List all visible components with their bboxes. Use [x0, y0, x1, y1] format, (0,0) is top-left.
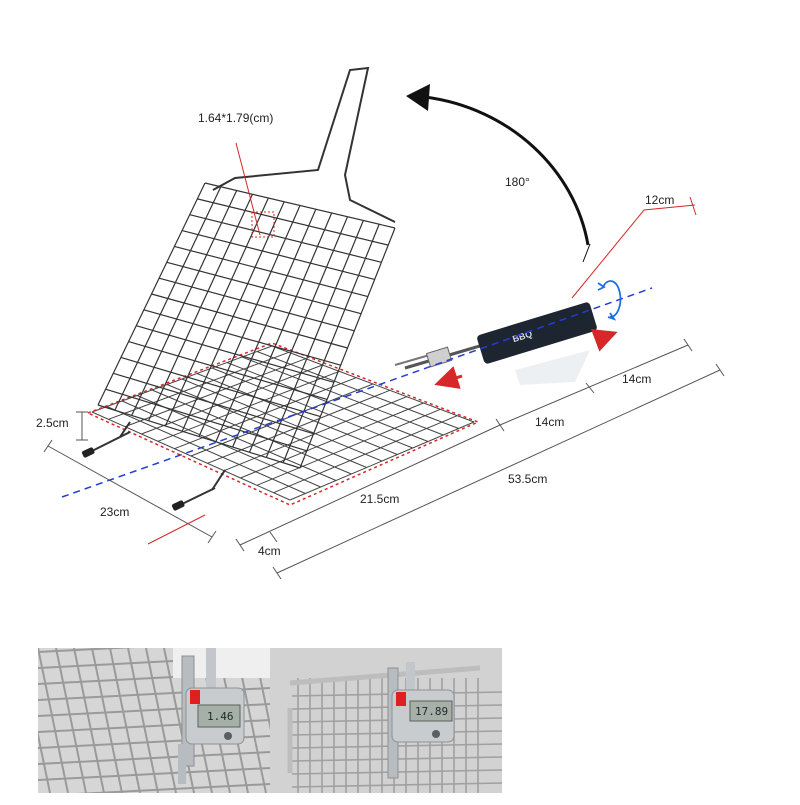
handle-length-label: 12cm — [645, 193, 674, 207]
mesh-wire — [141, 364, 323, 435]
mesh-wire — [55, 648, 87, 793]
rotation-arrow — [424, 95, 590, 246]
handle-length-leader — [571, 204, 696, 299]
lower-grid — [91, 345, 475, 501]
rotation-axis — [61, 287, 653, 498]
mesh-wire — [120, 356, 321, 418]
rotation-arrow-head — [406, 84, 430, 111]
mesh-wire — [113, 372, 314, 435]
mesh-wire — [124, 358, 306, 428]
mesh-wire — [127, 648, 159, 793]
mesh-wire — [166, 261, 362, 315]
caliper-reading-1: 1.46 — [207, 710, 234, 723]
height-label: 2.5cm — [36, 416, 69, 430]
rotation-indicator — [597, 280, 622, 321]
mesh-wire — [73, 648, 105, 793]
red-arrow-right — [590, 329, 618, 352]
mesh-wire — [38, 767, 270, 781]
mesh-wire — [163, 648, 195, 793]
caliper-photo-mesh: 1.46 — [38, 648, 270, 793]
leg-caps — [81, 447, 185, 511]
bottom-red-leader — [147, 514, 206, 545]
mesh-wire — [289, 421, 475, 501]
rotation-label: 180° — [505, 175, 530, 189]
segment-b-label: 14cm — [535, 415, 564, 429]
mesh-size-leader — [235, 142, 261, 236]
caliper-photo-frame-image: 17.89 — [270, 648, 502, 793]
mesh-wire — [174, 245, 369, 298]
mesh-wire — [97, 404, 301, 469]
total-length-label: 53.5cm — [508, 472, 547, 486]
mesh-wire — [197, 198, 389, 246]
grid-width-label: 23cm — [100, 505, 129, 519]
dimension-lines — [43, 338, 725, 580]
segment-a-label: 14cm — [622, 372, 651, 386]
caliper-photo-frame: 17.89 — [270, 648, 502, 793]
mesh-wire — [273, 415, 458, 494]
mesh-wire — [223, 396, 407, 472]
mesh-wire — [38, 730, 51, 793]
upper-grid — [97, 182, 396, 469]
caliper-photo-mesh-image: 1.46 — [38, 648, 270, 793]
end-gap-label: 4cm — [258, 544, 281, 558]
legs — [89, 421, 226, 506]
caliper-reading-2: 17.89 — [415, 705, 448, 718]
mesh-wire — [256, 408, 441, 486]
mesh-wire — [143, 309, 341, 366]
mesh-wire — [105, 388, 307, 452]
mesh-wire — [158, 277, 355, 332]
mesh-wire — [109, 648, 141, 793]
mesh-wire — [207, 389, 391, 464]
upper-handle-wire — [212, 66, 396, 223]
mesh-wire — [291, 782, 502, 788]
mesh-wire — [91, 345, 273, 413]
mesh-wire — [240, 402, 424, 479]
mesh-wire — [189, 214, 382, 263]
mesh-wire — [38, 648, 69, 793]
mesh-wire — [128, 340, 328, 401]
mesh-wire — [145, 648, 177, 793]
mesh-wire — [181, 229, 375, 281]
mesh-wire — [91, 648, 123, 793]
mesh-wire — [108, 351, 290, 420]
mesh-wire — [157, 370, 340, 442]
mesh-wire — [136, 325, 335, 383]
mesh-highlight — [251, 211, 275, 238]
mesh-wire — [38, 648, 135, 653]
mesh-wire — [204, 182, 396, 229]
mesh-size-label: 1.64*1.79(cm) — [198, 111, 273, 125]
red-arrow-left — [434, 366, 463, 389]
mesh-wire — [76, 783, 270, 793]
handle-shaft — [394, 341, 491, 370]
grid-length-label: 21.5cm — [360, 492, 399, 506]
mesh-wire — [151, 293, 348, 349]
mesh-wire — [38, 751, 270, 765]
